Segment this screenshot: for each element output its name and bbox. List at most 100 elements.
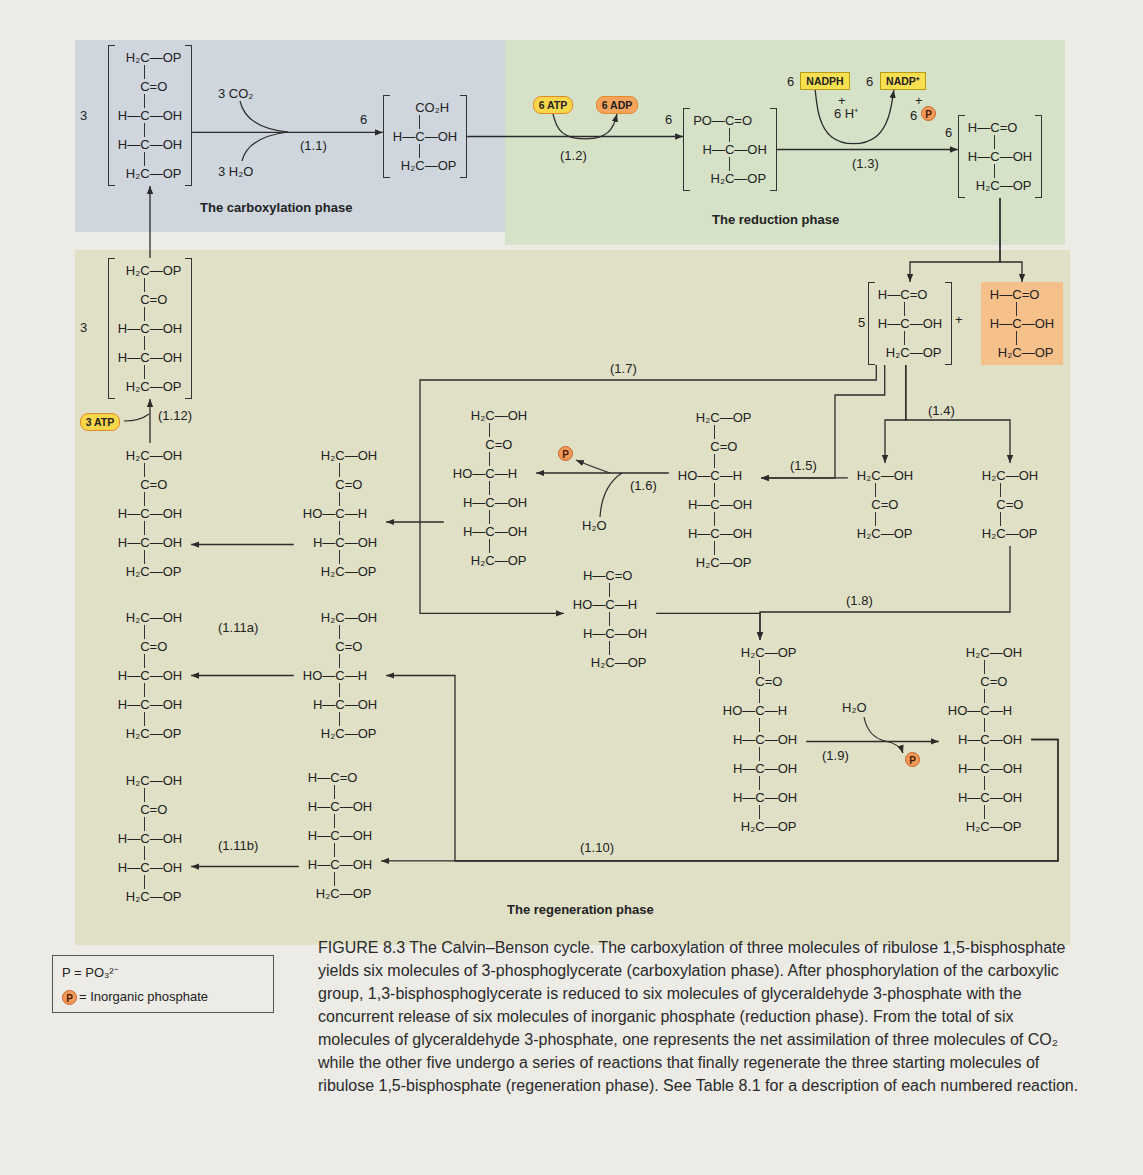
formula-line: H—C—OH (118, 860, 182, 875)
reaction-label: 6 (945, 125, 952, 140)
molecule-structure: H₂C—OHC=OH—C—OHH—C—OHH₂C—OP (109, 768, 191, 909)
formula-line: C=O (996, 497, 1023, 512)
formula-line: H₂C—OP (126, 564, 182, 579)
cofactor-box: NADP⁺ (880, 72, 926, 90)
formula-line: H—C—OH (463, 524, 527, 539)
formula-line: HO—C—H (303, 506, 367, 521)
bond-line (419, 115, 420, 129)
formula-line: C=O (140, 292, 167, 307)
formula-line: H—C—OH (308, 828, 372, 843)
cofactor-label: 6 ADP (602, 98, 633, 112)
bond-line (334, 785, 335, 799)
reaction-arrow (386, 521, 444, 522)
reaction-arrow (381, 740, 1058, 861)
carboxylation-ground (75, 40, 505, 232)
bond-line (144, 336, 145, 350)
reaction-number: (1.11a) (218, 620, 258, 635)
formula-line: H₂C—OH (126, 448, 182, 463)
bond-line (144, 278, 145, 292)
formula-line: C=O (140, 802, 167, 817)
formula-line: H—C—OH (463, 495, 527, 510)
bond-line (759, 747, 760, 761)
formula-line: HO—C—H (303, 668, 367, 683)
reaction-number: (1.4) (928, 403, 955, 418)
cofactor-box: 6 ATP (533, 96, 574, 114)
molecule-structure: H₂C—OHC=OHO—C—HH—C—OHH—C—OHH₂C—OP (444, 403, 536, 573)
side-arrow (600, 473, 622, 517)
reaction-arrow (191, 675, 294, 676)
legend-text: P = PO₃²⁻ (62, 963, 264, 981)
bond-line (984, 689, 985, 703)
formula-line: H—C—OH (118, 137, 182, 152)
formula-line: H—C—OH (583, 626, 647, 641)
bond-line (714, 454, 715, 468)
bond-line (144, 307, 145, 321)
molecule-structure: H—C=OHO—C—HH—C—OHH₂C—OP (564, 563, 656, 675)
side-arrow (240, 101, 288, 132)
phase-panel: The reduction phase6 ATP6 ADPPO—C=OH—C—O… (505, 40, 1065, 245)
formula-line: H—C—OH (118, 350, 182, 365)
reaction-number: (1.11b) (218, 838, 258, 853)
bond-line (339, 463, 340, 477)
formula-line: H—C—OH (968, 149, 1032, 164)
bond-line (875, 483, 876, 497)
bond-line (339, 550, 340, 564)
formula-line: H—C=O (583, 568, 632, 583)
bond-line (714, 425, 715, 439)
reaction-arrow (420, 365, 876, 613)
bond-line (984, 747, 985, 761)
formula-line: H—C—OH (118, 831, 182, 846)
legend-text: = Inorganic phosphate (79, 989, 208, 1004)
formula-line: CO₂H (415, 100, 449, 115)
formula-line: H—C—OH (118, 535, 182, 550)
bond-line (759, 776, 760, 790)
formula-line: H₂C—OH (982, 468, 1038, 483)
formula-line: H₂C—OP (126, 50, 182, 65)
reaction-label: 5 (858, 315, 865, 330)
phosphate-symbol: P (558, 446, 573, 461)
bond-line (339, 654, 340, 668)
reaction-label: + (915, 93, 923, 108)
formula-line: H₂C—OP (886, 345, 942, 360)
formula-line: C=O (335, 639, 362, 654)
reaction-label: + (955, 312, 963, 327)
reaction-arrow (906, 365, 1010, 463)
reaction-label: 6 H⁺ (834, 106, 858, 121)
bond-line (334, 872, 335, 886)
reaction-label: 6 (866, 74, 873, 89)
reaction-label: 6 (787, 74, 794, 89)
bond-line (714, 483, 715, 497)
bond-line (339, 625, 340, 639)
formula-line: H—C—OH (313, 697, 377, 712)
bond-line (489, 539, 490, 553)
reaction-arrow (806, 741, 939, 742)
formula-line: H₂C—OP (591, 655, 647, 670)
reaction-number: (1.5) (790, 458, 817, 473)
bond-line (144, 521, 145, 535)
formula-line: C=O (140, 639, 167, 654)
bond-line (334, 843, 335, 857)
reaction-number: (1.8) (846, 593, 873, 608)
side-arrow (885, 741, 903, 753)
formula-line: H—C—OH (958, 790, 1022, 805)
bond-line (609, 612, 610, 626)
reaction-number: (1.10) (580, 840, 614, 855)
formula-line: H—C—OH (308, 857, 372, 872)
bond-line (994, 164, 995, 178)
formula-line: H—C—OH (878, 316, 942, 331)
reaction-label: 3 (80, 108, 87, 123)
molecule-structure: H₂C—OPC=OH—C—OHH—C—OHH₂C—OP (108, 258, 192, 399)
bond-line (984, 660, 985, 674)
molecule-structure: H₂C—OPC=OH—C—OHH—C—OHH₂C—OP (108, 45, 192, 186)
bond-line (144, 365, 145, 379)
reaction-arrow (191, 866, 299, 867)
cofactor-label: 6 ATP (539, 98, 568, 112)
bond-line (144, 123, 145, 137)
reaction-arrow (910, 198, 1000, 282)
side-arrow (124, 414, 149, 421)
bond-line (714, 541, 715, 555)
formula-line: H₂C—OP (126, 166, 182, 181)
cofactor-box: NADPH (800, 72, 849, 90)
formula-line: H—C—OH (393, 129, 457, 144)
formula-line: H—C—OH (118, 697, 182, 712)
